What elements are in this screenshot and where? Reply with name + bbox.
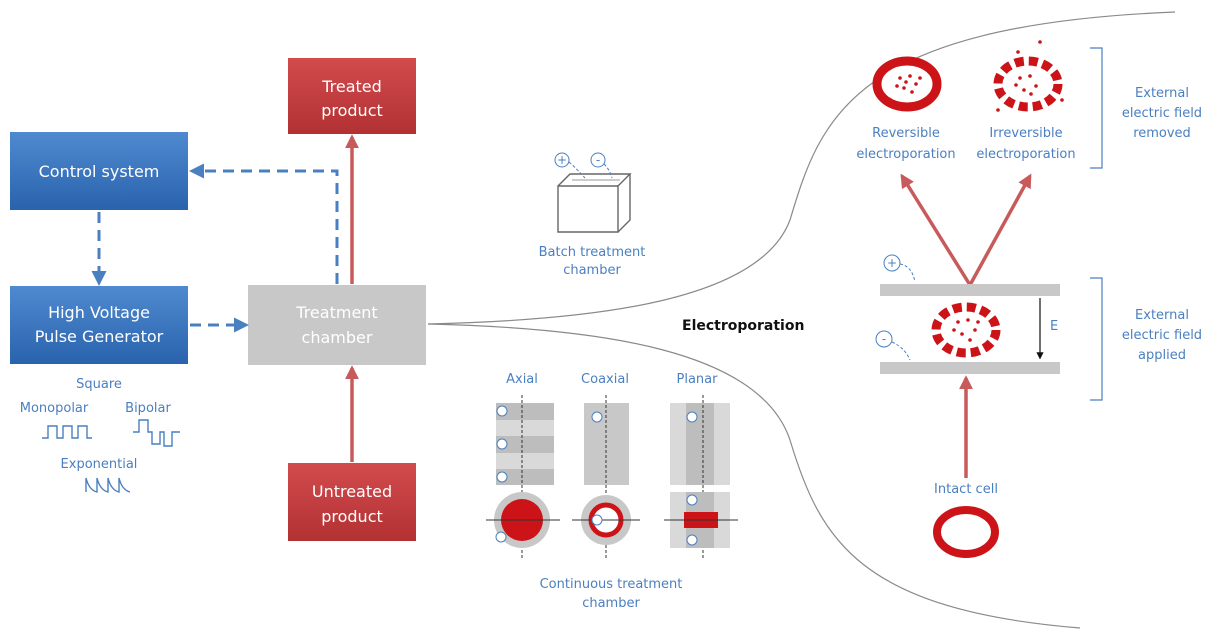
svg-text:-: - [596, 153, 600, 167]
continuous-type-planar: Planar [677, 372, 719, 387]
treated-label-2: product [321, 101, 383, 120]
continuous-label-1: Continuous treatment [540, 577, 683, 592]
batch-label-2: chamber [563, 263, 621, 278]
hv-pulse-generator-box: High Voltage Pulse Generator [10, 286, 188, 364]
svg-text:+: + [887, 256, 897, 270]
field-applied-label-1: External [1135, 308, 1189, 323]
monopolar-wave-icon [42, 425, 92, 439]
intact-cell-icon [933, 506, 999, 558]
arrow-to-reversible [900, 173, 972, 286]
field-e-label: E [1050, 319, 1058, 334]
intact-cell-label: Intact cell [934, 482, 998, 497]
arrow-to-irreversible [968, 173, 1032, 286]
continuous-type-coaxial: Coaxial [581, 372, 629, 387]
reversible-cell-icon [872, 56, 942, 112]
hvpg-label-2: Pulse Generator [35, 327, 164, 346]
field-removed-label-1: External [1135, 86, 1189, 101]
axial-chamber-icon [486, 395, 560, 560]
irreversible-label-1: Irreversible [989, 126, 1062, 141]
svg-text:-: - [882, 332, 886, 346]
electroporation-title: Electroporation [682, 318, 804, 334]
untreated-label-2: product [321, 507, 383, 526]
continuous-label-2: chamber [582, 596, 640, 611]
arrow-chamber-to-control [189, 163, 339, 284]
exponential-wave-icon [85, 477, 131, 493]
electrode-bottom [880, 362, 1060, 374]
reversible-label-1: Reversible [872, 126, 940, 141]
waveform-bipolar-label: Bipolar [125, 401, 171, 416]
electrode-top [880, 284, 1060, 296]
svg-text:+: + [557, 153, 567, 167]
zoom-outline-lower [427, 323, 1081, 629]
control-label: Control system [39, 162, 160, 181]
control-system-box: Control system [10, 132, 188, 210]
batch-label-1: Batch treatment [539, 245, 646, 260]
waveform-exponential-label: Exponential [61, 457, 138, 472]
planar-chamber-icon [664, 395, 738, 560]
irreversible-label-2: electroporation [976, 147, 1075, 162]
zoom-outline [427, 11, 1176, 325]
untreated-product-box: Untreated product [288, 463, 416, 541]
negative-terminal-icon: - [875, 330, 911, 361]
coaxial-chamber-icon [572, 395, 640, 560]
irreversible-cell-icon [993, 40, 1064, 112]
batch-chamber-icon: + - [554, 152, 632, 233]
field-removed-label-2: electric field [1122, 106, 1202, 121]
field-applied-label-2: electric field [1122, 328, 1202, 343]
continuous-type-axial: Axial [506, 372, 538, 387]
hvpg-label-1: High Voltage [48, 303, 150, 322]
untreated-label-1: Untreated [312, 482, 392, 501]
treated-product-box: Treated product [288, 58, 416, 134]
bipolar-wave-icon [133, 419, 180, 447]
field-removed-label-3: removed [1133, 126, 1191, 141]
treatment-chamber-box: Treatment chamber [248, 285, 426, 365]
positive-terminal-icon: + [883, 254, 916, 283]
field-applied-label-3: applied [1138, 348, 1186, 363]
chamber-label-1: Treatment [295, 303, 377, 322]
applied-field-cell-icon [931, 302, 1001, 358]
treated-label-1: Treated [321, 77, 382, 96]
waveform-monopolar-label: Monopolar [20, 401, 89, 416]
waveform-square-label: Square [76, 377, 122, 392]
bracket-applied [1090, 277, 1103, 401]
reversible-label-2: electroporation [856, 147, 955, 162]
bracket-removed [1090, 47, 1103, 169]
chamber-label-2: chamber [302, 328, 373, 347]
